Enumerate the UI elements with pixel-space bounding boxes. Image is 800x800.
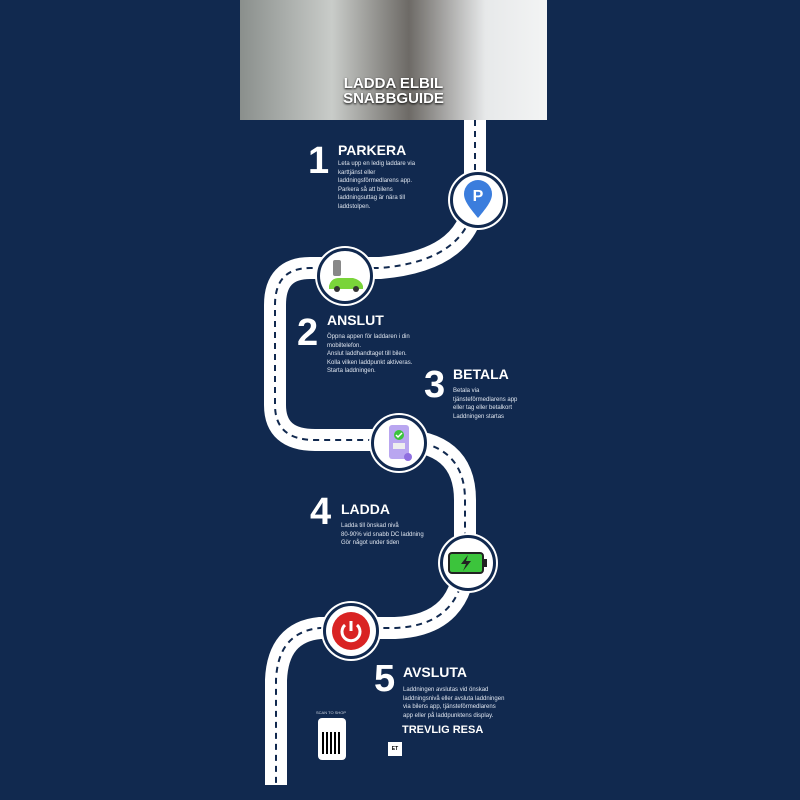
- step-number: 3: [424, 364, 446, 406]
- step-title: BETALA: [453, 366, 509, 382]
- step-title: LADDA: [341, 501, 390, 517]
- step-title: ANSLUT: [327, 312, 384, 328]
- closing-text: TREVLIG RESA: [402, 724, 484, 736]
- battery-charging-icon: [440, 535, 496, 591]
- car-charger-icon: [317, 248, 373, 304]
- svg-text:P: P: [473, 188, 484, 205]
- brand-logo: ET: [388, 742, 402, 756]
- step-number: 1: [308, 140, 330, 182]
- step-title: AVSLUTA: [403, 664, 468, 680]
- step-number: 4: [310, 491, 332, 533]
- power-button-icon: [323, 603, 379, 659]
- qr-code[interactable]: [318, 718, 346, 760]
- phone-pay-icon: [371, 415, 427, 471]
- step-title: PARKERA: [338, 142, 407, 158]
- parking-pin-icon: P: [450, 172, 506, 228]
- qr-label: SCAN TO SHOP: [316, 710, 347, 715]
- step-number: 5: [374, 658, 396, 700]
- step-number: 2: [297, 312, 319, 354]
